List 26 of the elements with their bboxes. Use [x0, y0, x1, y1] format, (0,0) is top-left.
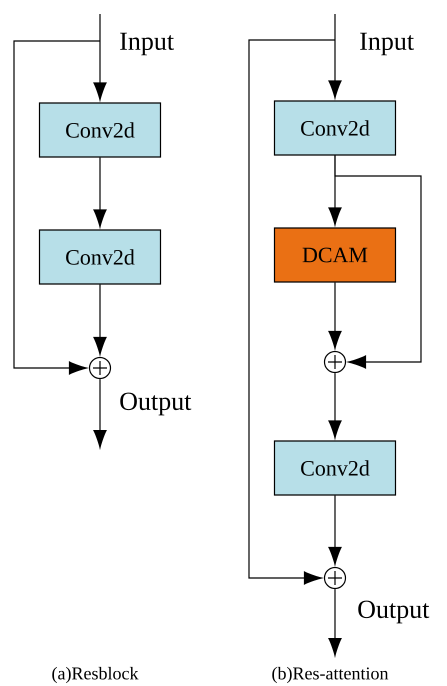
arrow: [93, 14, 107, 100]
process-box: Conv2d: [38, 102, 162, 158]
arrow: [93, 379, 107, 448]
io-label: Input: [360, 32, 414, 56]
arrow: [248, 39, 335, 585]
process-box: DCAM: [274, 227, 396, 283]
arrow: [328, 14, 342, 98]
io-label: Output: [120, 392, 192, 416]
io-label: Output: [358, 600, 430, 624]
sum-circle: [88, 356, 112, 380]
process-box: Conv2d: [38, 229, 162, 285]
arrow: [328, 373, 342, 438]
sum-circle: [324, 350, 346, 374]
process-box: Conv2d: [274, 440, 396, 496]
io-label: Input: [120, 32, 174, 56]
arrow: [328, 496, 342, 565]
subfigure-caption: (a)Resblock: [52, 666, 138, 684]
sum-circle: [324, 566, 346, 590]
arrow: [13, 40, 100, 375]
arrow: [328, 589, 342, 656]
arrow: [93, 158, 107, 228]
arrow: [328, 282, 342, 349]
arrow: [334, 156, 422, 369]
arrow: [93, 284, 107, 355]
subfigure-caption: (b)Res-attention: [272, 666, 388, 684]
process-box: Conv2d: [274, 100, 396, 156]
